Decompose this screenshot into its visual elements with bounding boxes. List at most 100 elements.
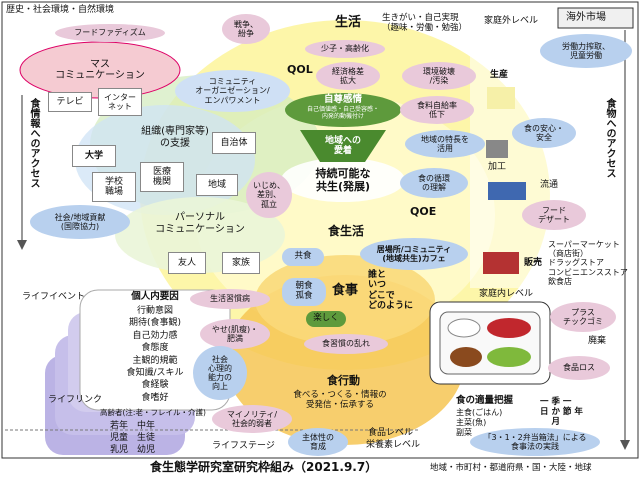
cafe-cloud: 居場所/コミュニティ (地域共生)カフェ xyxy=(360,238,468,270)
self-sufficiency-cloud: 食料自給率 低下 xyxy=(400,96,474,124)
eat-make-label: 食べる・つくる・情報の 受発信・伝承する xyxy=(293,390,387,410)
life-stage-label: ライフステージ xyxy=(212,441,275,451)
medical-box: 医療 機関 xyxy=(140,162,184,192)
list-item: 食経験 xyxy=(141,380,169,391)
personal-factors-header: 個人内要因 xyxy=(131,291,179,302)
plastic-cloud: プラス チックゴミ xyxy=(550,302,616,332)
food-cycle-cloud: 食の循環 の理解 xyxy=(400,168,468,198)
agency-cloud: 主体性の 育成 xyxy=(288,428,348,456)
food-desert-cloud: フード デザート xyxy=(522,200,586,230)
food-access-label: 食物へのアクセス xyxy=(604,98,615,178)
aging-cloud: 少子・高齢化 xyxy=(305,40,385,58)
lifestyle-disease-cloud: 生活習慣病 xyxy=(190,289,270,309)
bento-practice-cloud: 「3・1・2弁当箱法」による 食事法の実践 xyxy=(470,428,600,456)
sustainable-ellipse xyxy=(281,158,405,202)
portion-lines: 主食(ごはん)主菜(魚)副菜 xyxy=(456,408,502,438)
self-esteem-green xyxy=(285,93,401,127)
self-esteem-label: 自尊感情 xyxy=(323,94,362,105)
community-org-cloud: コミュニティ オーガニゼーション/ エンパワメント xyxy=(175,70,290,112)
processing-label: 加工 xyxy=(488,162,507,172)
life-link-label: ライフリンク xyxy=(48,395,103,405)
life-event-label: ライフイベント xyxy=(22,292,86,302)
social-psy-cloud: 社会 心理的 能力の 向上 xyxy=(193,346,247,400)
outside-home-label: 家庭外レベル xyxy=(484,16,539,26)
home-level-label: 家庭内レベル xyxy=(479,289,534,299)
mass-comm-label: マス コミュニケーション xyxy=(55,58,145,82)
food-loss-cloud: 食品ロス xyxy=(548,356,610,380)
child-student-label: 児童 生徒 xyxy=(110,433,156,443)
personal-factors-list: 行動意図期待(食事観)自己効力感食態度主観的規範食知識/スキル食経験食嗜好 xyxy=(80,305,230,404)
factory-icon xyxy=(486,140,508,158)
food-life-label: 食生活 xyxy=(328,224,365,238)
list-item: 一 季 一 xyxy=(540,397,572,407)
food-level-label: 食品レベル xyxy=(368,428,414,438)
disorder-cloud: 食習慣の乱れ xyxy=(304,334,388,354)
history-env-label: 歴史・社会環境・自然環境 xyxy=(6,5,115,15)
meal-ellipse xyxy=(255,255,435,345)
food-behavior-label: 食行動 xyxy=(327,374,360,387)
enjoy-pill: 楽しく xyxy=(306,311,346,327)
labor-exploit-cloud: 労働力搾取、 児童労働 xyxy=(540,34,632,68)
list-item: 行動意図 xyxy=(136,306,173,316)
koshoku-pill: 朝食 孤食 xyxy=(282,278,326,306)
nutrient-level-label: 栄養素レベル xyxy=(366,440,421,450)
sales-label: 販売 xyxy=(524,258,543,268)
list-item: 副菜 xyxy=(456,428,472,437)
portion-title: 食の適量把握 xyxy=(456,395,514,406)
diagram-title: 食生態学研究室研究枠組み（2021.9.7） xyxy=(150,460,378,474)
env-destruction-cloud: 環境破壊 /汚染 xyxy=(402,62,476,90)
geographic-scale-label: 地域・市町村・都道府県・国・大陸・地球 xyxy=(430,463,592,473)
local-love-green xyxy=(300,130,386,162)
plate-side2 xyxy=(487,347,531,367)
plate-rice xyxy=(447,318,481,338)
waste-label: 廃棄 xyxy=(588,336,607,346)
university-box: 大学 xyxy=(72,145,116,167)
social-contrib-cloud: 社会/地域貢献 (国際協力) xyxy=(30,205,130,239)
meal-label: 食事 xyxy=(332,283,359,298)
life-label: 生活 xyxy=(335,15,362,30)
self-esteem-sub: 自己価値感・自己受容感・ 内発的動機付け xyxy=(306,106,379,120)
war-cloud: 戦争、 紛争 xyxy=(222,14,270,44)
list-item: 食態度 xyxy=(141,343,169,354)
local-love-label: 地域への 愛着 xyxy=(324,136,361,157)
list-item: 食嗜好 xyxy=(141,392,169,403)
truck-icon xyxy=(488,182,526,200)
use-features-cloud: 地域の特長を 活用 xyxy=(405,130,485,158)
list-item: 月 xyxy=(540,417,560,427)
qoe-label: QOE xyxy=(410,205,437,218)
info-access-label: 食情報へのアクセス xyxy=(28,98,39,188)
local-gov-box: 自治体 xyxy=(212,132,256,154)
infant-young-label: 乳児 幼児 xyxy=(110,445,156,455)
school-box: 学校 職場 xyxy=(92,172,136,202)
store-icon xyxy=(483,252,519,274)
plate-side1 xyxy=(450,347,482,367)
list-item: 期待(食事観) xyxy=(128,318,182,329)
economic-gap-cloud: 経済格差 拡大 xyxy=(316,62,380,90)
who-when-label: 誰と いつ どこで どのように xyxy=(368,270,414,312)
overseas-box xyxy=(557,7,634,29)
plate-main xyxy=(487,318,531,338)
purpose-label: 生きがい・自己実現 （趣味・労働・勉強） xyxy=(382,13,468,33)
bullying-cloud: いじめ、 差別、 孤立 xyxy=(246,172,292,218)
production-label: 生産 xyxy=(490,70,509,80)
food-fadism-cloud: フードファディズム xyxy=(55,24,165,42)
org-support-label: 組織(専門家等) の支援 xyxy=(141,126,209,149)
distribution-label: 流通 xyxy=(540,180,559,190)
list-item: 自己効力感 xyxy=(132,330,178,341)
outer-frame xyxy=(1,1,639,459)
family-box: 家族 xyxy=(222,252,260,274)
list-item: 日 か 節 年 xyxy=(540,407,583,417)
kyoshoku-pill: 共食 xyxy=(282,248,324,266)
friends-box: 友人 xyxy=(168,252,206,274)
food-safety-cloud: 食の安心・ 安全 xyxy=(512,118,576,148)
list-item: 主観的規範 xyxy=(132,355,178,366)
list-item: 主菜(魚) xyxy=(456,418,487,427)
young-mid-label: 若年 中年 xyxy=(110,421,156,431)
internet-box: インター ネット xyxy=(98,88,142,116)
list-item: 食知識/スキル xyxy=(126,368,184,379)
region-box: 地域 xyxy=(196,174,238,196)
tv-box: テレビ xyxy=(48,92,92,112)
stores-label: スーパーマーケット （商店街） ドラッグストア コンビニエンスストア 飲食店 xyxy=(548,240,628,286)
elderly-label: 高齢者(注:老・フレイル・介護) xyxy=(100,408,206,417)
